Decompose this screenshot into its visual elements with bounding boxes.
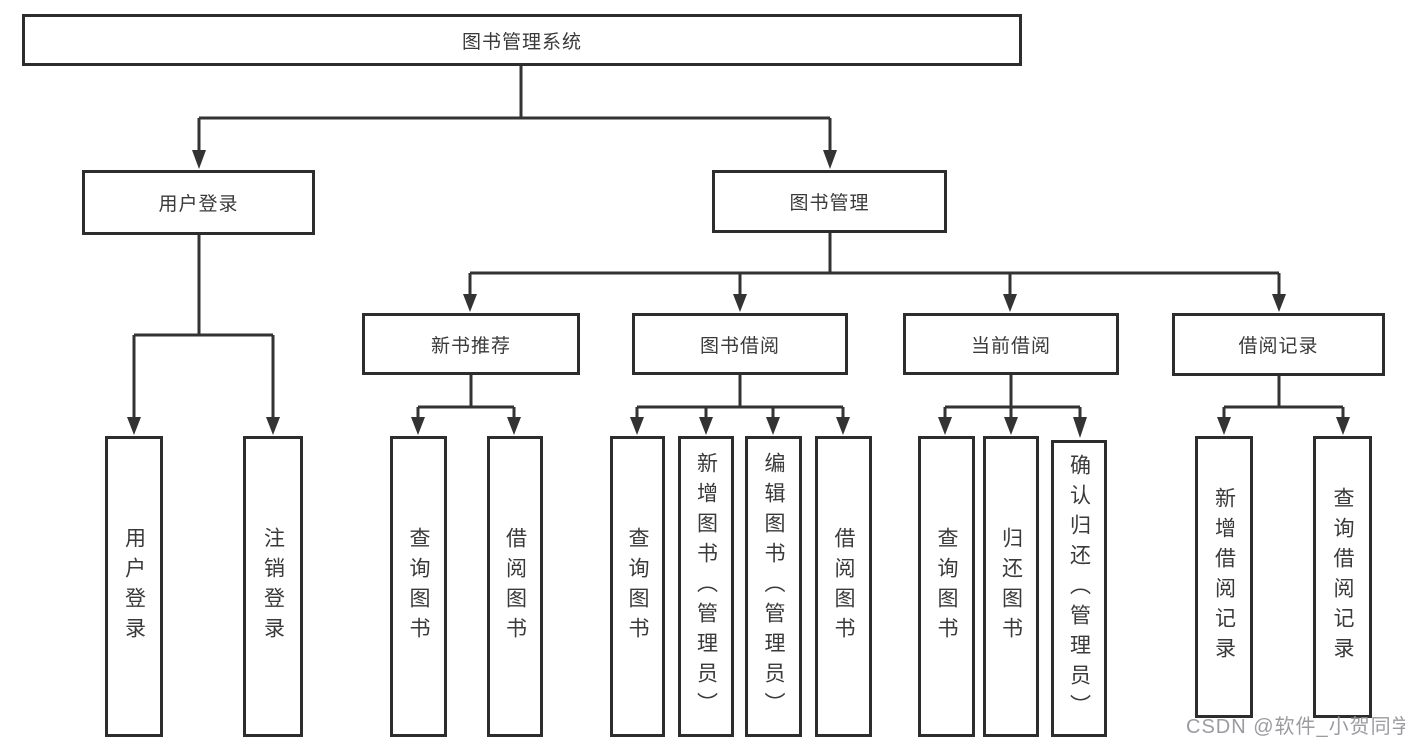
connector-currentborrow-to-leaves xyxy=(943,375,1082,419)
node-label: 归还图书 xyxy=(999,526,1023,647)
connector-userlogin-to-leaves xyxy=(132,235,275,419)
arrowhead-icon xyxy=(823,150,837,169)
node-label: 新书推荐 xyxy=(430,335,511,357)
leaf-logout: 注销登录 xyxy=(243,436,303,737)
leaf-query-books-borrow: 查询图书 xyxy=(610,436,665,737)
arrowhead-icon xyxy=(938,417,952,435)
connector-borrowrecords-to-leaves xyxy=(1222,376,1345,419)
node-label: 借阅图书 xyxy=(503,526,527,647)
leaf-borrow-books-recommend: 借阅图书 xyxy=(487,436,543,737)
node-current-borrowing: 当前借阅 xyxy=(903,313,1119,375)
leaf-user-login: 用户登录 xyxy=(105,436,163,737)
leaf-edit-books-admin: 编辑图书（管理员） xyxy=(745,436,802,737)
node-label: 查询借阅记录 xyxy=(1331,487,1354,667)
csdn-watermark: CSDN @软件_小贺同学 xyxy=(1186,716,1405,738)
arrowhead-icon xyxy=(699,417,713,435)
node-label: 借阅记录 xyxy=(1238,336,1319,357)
arrowhead-icon xyxy=(836,417,850,435)
leaf-add-borrow-record: 新增借阅记录 xyxy=(1195,436,1253,718)
arrowhead-icon xyxy=(766,417,780,435)
node-label: 新增借阅记录 xyxy=(1212,487,1236,667)
arrowhead-icon xyxy=(1217,417,1231,435)
connector-root-to-level2 xyxy=(197,66,832,152)
node-label: 图书管理 xyxy=(789,193,870,214)
node-label: 图书借阅 xyxy=(699,335,780,357)
node-book-management: 图书管理 xyxy=(712,170,947,233)
connector-newbook-to-leaves xyxy=(416,375,516,419)
node-book-borrowing: 图书借阅 xyxy=(632,313,848,375)
arrowhead-icon xyxy=(630,417,644,435)
leaf-query-books-current: 查询图书 xyxy=(918,436,975,737)
leaf-borrow-books: 借阅图书 xyxy=(815,436,872,737)
arrowhead-icon xyxy=(127,417,141,435)
node-label: 用户登录 xyxy=(122,526,146,647)
arrowhead-icon xyxy=(733,294,747,312)
node-library-management-system: 图书管理系统 xyxy=(22,14,1022,66)
arrowhead-icon xyxy=(411,417,425,435)
arrowhead-icon xyxy=(192,150,206,169)
node-label: 当前借阅 xyxy=(970,335,1051,357)
node-label: 新增图书（管理员） xyxy=(694,451,718,722)
leaf-return-books: 归还图书 xyxy=(983,436,1039,737)
node-label: 查询图书 xyxy=(935,526,958,647)
leaf-add-books-admin: 新增图书（管理员） xyxy=(678,436,734,737)
node-user-login: 用户登录 xyxy=(82,170,315,235)
arrowhead-icon xyxy=(1336,417,1350,435)
node-label: 查询图书 xyxy=(407,526,430,647)
leaf-query-books-recommend: 查询图书 xyxy=(390,436,447,737)
node-label: 用户登录 xyxy=(158,194,239,215)
arrowhead-icon xyxy=(1004,417,1018,435)
leaf-confirm-return-admin: 确认归还（管理员） xyxy=(1051,440,1107,737)
arrowhead-icon xyxy=(1073,417,1087,438)
node-label: 注销登录 xyxy=(261,526,285,647)
arrowhead-icon xyxy=(507,417,521,435)
arrowhead-icon xyxy=(463,294,477,312)
node-label: 编辑图书（管理员） xyxy=(762,451,785,722)
arrowhead-icon xyxy=(1003,294,1017,312)
node-borrowing-records: 借阅记录 xyxy=(1172,313,1385,376)
arrowhead-icon xyxy=(266,417,280,435)
connector-bookborrow-to-leaves xyxy=(635,375,845,419)
connector-bookmgmt-to-level3 xyxy=(468,233,1281,296)
node-label: 图书管理系统 xyxy=(461,31,582,53)
leaf-query-borrow-record: 查询借阅记录 xyxy=(1313,436,1372,718)
arrowhead-icon xyxy=(1272,294,1286,312)
node-label: 借阅图书 xyxy=(832,526,855,647)
node-label: 查询图书 xyxy=(626,526,649,647)
node-label: 确认归还（管理员） xyxy=(1067,453,1091,724)
node-new-book-recommendation: 新书推荐 xyxy=(362,313,580,375)
